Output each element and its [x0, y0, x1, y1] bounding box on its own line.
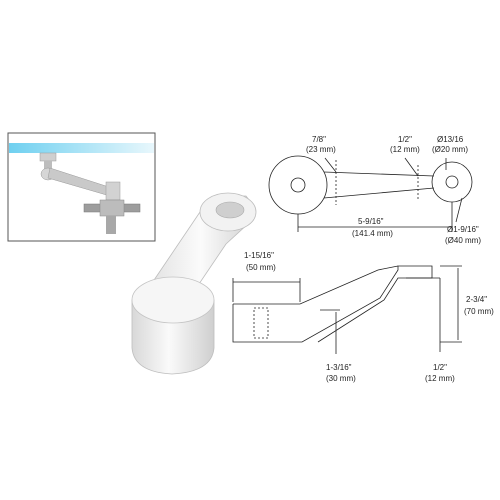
spider-arm-render: [131, 192, 257, 375]
dim-length-line1: 5-9/16": [358, 217, 384, 226]
side-width-line2: (50 mm): [246, 263, 276, 272]
top-view-drawing: [268, 155, 473, 232]
left-bore: [290, 177, 306, 193]
side-thick-line1: 1/2": [433, 363, 447, 372]
leader-line: [404, 157, 419, 177]
lower-hub: [105, 181, 121, 201]
side-profile-top: [233, 265, 399, 305]
side-height-line2: (70 mm): [464, 307, 494, 316]
dim-c-line1: Ø13/16: [437, 135, 464, 144]
side-thick-line2: (12 mm): [425, 374, 455, 383]
left-boss: [268, 155, 328, 215]
base-cylinder-top: [131, 276, 215, 324]
leader-line: [324, 157, 337, 173]
dim-length-line2: (141.4 mm): [352, 229, 393, 238]
side-base-line1: 1-3/16": [326, 363, 352, 372]
top-arm-outline: [323, 171, 435, 199]
side-height-line1: 2-3/4": [466, 295, 487, 304]
upper-fitting: [39, 152, 57, 162]
dim-a-line2: (23 mm): [306, 145, 336, 154]
bolt: [106, 216, 116, 234]
dim-b-line1: 1/2": [398, 135, 412, 144]
side-width-line1: 1-15/16": [244, 251, 274, 260]
dim-b-line2: (12 mm): [390, 145, 420, 154]
right-boss: [431, 161, 473, 203]
dim-c-line2: (Ø20 mm): [432, 145, 468, 154]
dim-d-line1: Ø1-9/16": [447, 225, 479, 234]
right-bore: [445, 175, 459, 189]
side-view-drawing: [232, 265, 462, 354]
leader-line: [455, 197, 463, 223]
dim-a-line1: 7/8": [312, 135, 326, 144]
side-base-line2: (30 mm): [326, 374, 356, 383]
lower-fitting: [99, 199, 125, 217]
upper-fitting-stem: [44, 161, 52, 169]
dim-d-line2: (Ø40 mm): [445, 236, 481, 245]
installation-inset: [7, 132, 156, 242]
glass-panel: [9, 143, 154, 153]
side-bore: [253, 307, 269, 339]
top-eye-hole: [215, 201, 245, 219]
